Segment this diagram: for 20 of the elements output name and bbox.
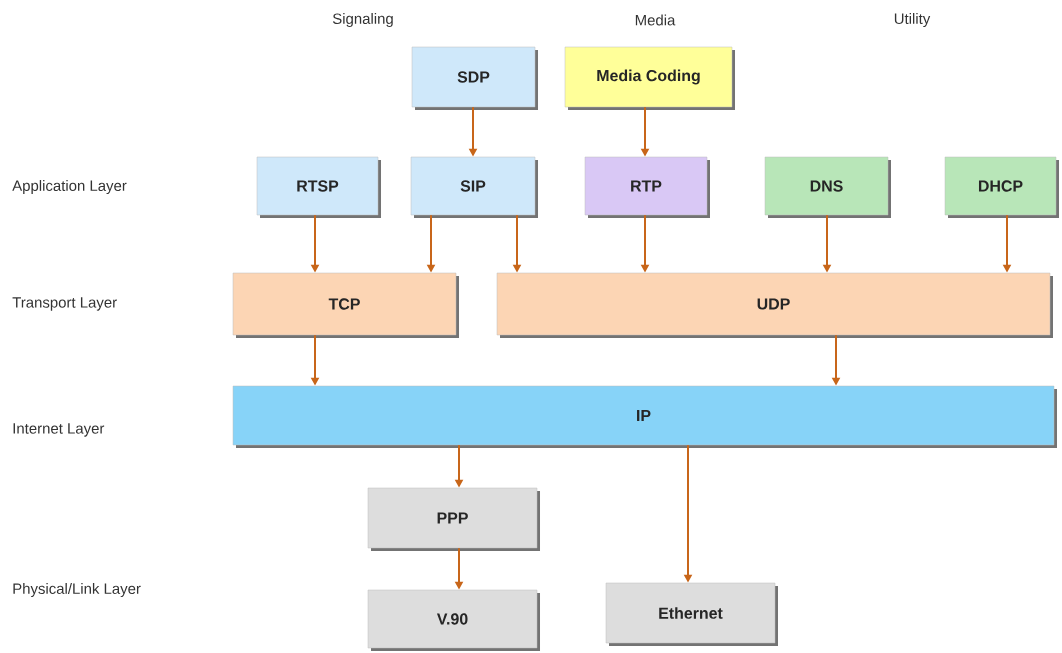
protocol-box: Media Coding [564, 46, 735, 110]
layer-bar: IP [232, 385, 1057, 448]
protocol-box: Ethernet [605, 582, 778, 646]
layer-bar: TCP [232, 272, 459, 338]
protocol-box: RTP [584, 156, 710, 218]
layer-label: Transport Layer [12, 297, 117, 311]
protocol-box: DNS [764, 156, 891, 218]
protocol-box: DHCP [944, 156, 1059, 218]
layer-label: Physical/Link Layer [13, 583, 141, 597]
protocol-box: V.90 [367, 589, 540, 651]
protocol-box: PPP [367, 487, 540, 551]
layer-bar: UDP [496, 272, 1053, 338]
protocol-box: RTSP [256, 156, 381, 218]
column-heading: Media [635, 14, 676, 26]
column-heading: Utility [894, 13, 931, 27]
protocol-box: SIP [410, 156, 538, 218]
column-heading: Signaling [332, 13, 393, 27]
layer-label: Application Layer [12, 180, 127, 194]
protocol-box: SDP [411, 46, 538, 110]
layer-label: Internet Layer [13, 423, 105, 437]
